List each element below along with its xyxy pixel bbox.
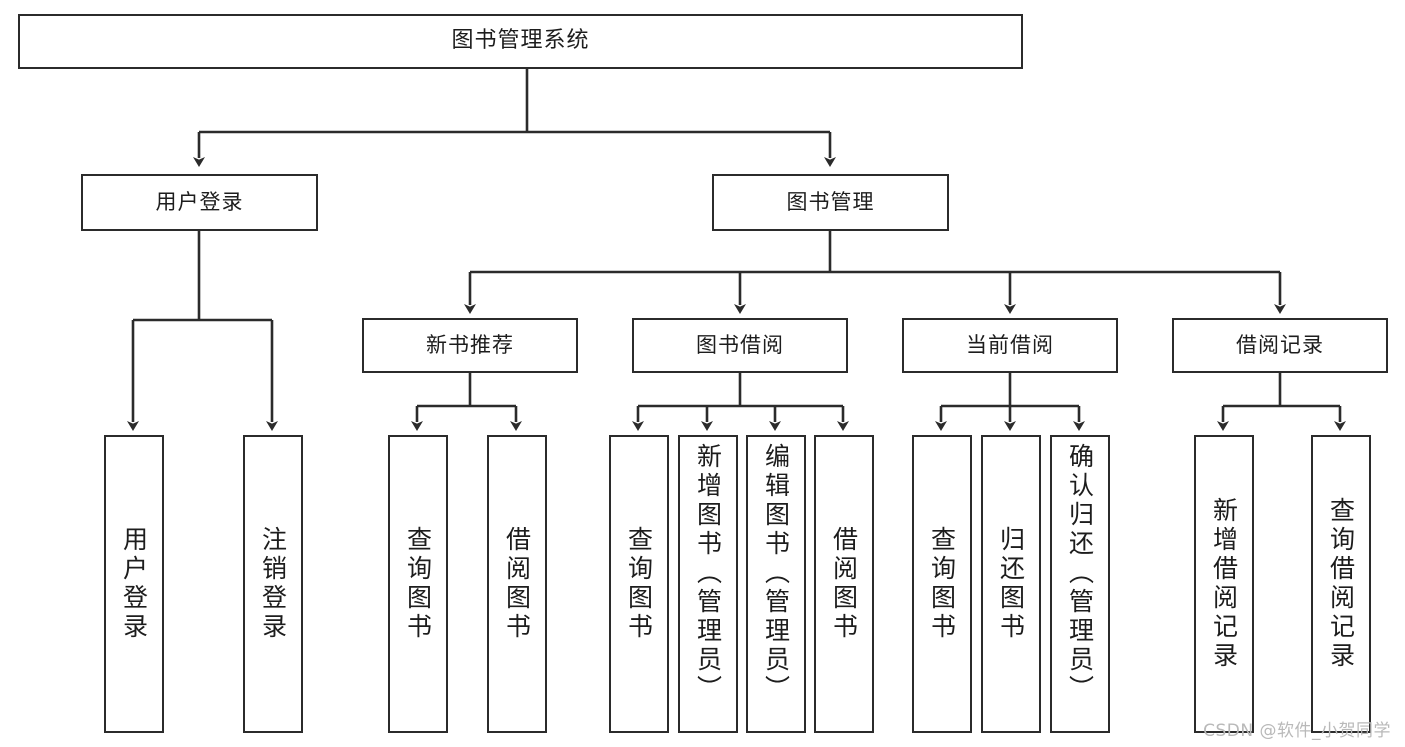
leaf-book-borrow-borrow-label: 借阅图书 <box>829 526 859 642</box>
node-root-system[interactable]: 图书管理系统 <box>18 14 1023 69</box>
leaf-book-borrow-edit-label: 编辑图书（管理员） <box>761 443 791 704</box>
leaf-book-borrow-add[interactable]: 新增图书（管理员） <box>678 435 738 733</box>
leaf-user-login-signin[interactable]: 用户登录 <box>104 435 164 733</box>
leaf-user-login-signout[interactable]: 注销登录 <box>243 435 303 733</box>
leaf-new-book-query-label: 查询图书 <box>403 526 433 642</box>
leaf-borrow-record-add-label: 新增借阅记录 <box>1209 497 1239 671</box>
node-book-borrowing[interactable]: 图书借阅 <box>632 318 848 373</box>
leaf-borrow-record-query-label: 查询借阅记录 <box>1326 497 1356 671</box>
node-root-system-label: 图书管理系统 <box>451 28 590 54</box>
leaf-user-login-signin-label: 用户登录 <box>119 526 149 642</box>
leaf-current-borrow-confirm-return[interactable]: 确认归还（管理员） <box>1050 435 1110 733</box>
node-current-borrowing[interactable]: 当前借阅 <box>902 318 1118 373</box>
node-current-borrowing-label: 当前借阅 <box>966 333 1054 358</box>
node-new-book-recommendation-label: 新书推荐 <box>426 333 514 358</box>
watermark-text: CSDN @软件_小贺同学 <box>1203 721 1391 741</box>
node-borrow-record[interactable]: 借阅记录 <box>1172 318 1388 373</box>
node-book-management-label: 图书管理 <box>786 190 875 215</box>
leaf-borrow-record-add[interactable]: 新增借阅记录 <box>1194 435 1254 733</box>
node-book-borrowing-label: 图书借阅 <box>696 333 784 358</box>
leaf-current-borrow-query-label: 查询图书 <box>927 526 957 642</box>
leaf-current-borrow-return-label: 归还图书 <box>996 526 1026 642</box>
leaf-current-borrow-query[interactable]: 查询图书 <box>912 435 972 733</box>
leaf-new-book-borrow[interactable]: 借阅图书 <box>487 435 547 733</box>
leaf-new-book-query[interactable]: 查询图书 <box>388 435 448 733</box>
leaf-borrow-record-query[interactable]: 查询借阅记录 <box>1311 435 1371 733</box>
node-borrow-record-label: 借阅记录 <box>1236 333 1324 358</box>
leaf-book-borrow-query[interactable]: 查询图书 <box>609 435 669 733</box>
node-new-book-recommendation[interactable]: 新书推荐 <box>362 318 578 373</box>
leaf-new-book-borrow-label: 借阅图书 <box>502 526 532 642</box>
node-user-login[interactable]: 用户登录 <box>81 174 318 231</box>
leaf-current-borrow-return[interactable]: 归还图书 <box>981 435 1041 733</box>
node-book-management[interactable]: 图书管理 <box>712 174 949 231</box>
leaf-book-borrow-query-label: 查询图书 <box>624 526 654 642</box>
leaf-book-borrow-add-label: 新增图书（管理员） <box>693 443 723 704</box>
leaf-user-login-signout-label: 注销登录 <box>258 526 288 642</box>
leaf-book-borrow-edit[interactable]: 编辑图书（管理员） <box>746 435 806 733</box>
leaf-book-borrow-borrow[interactable]: 借阅图书 <box>814 435 874 733</box>
leaf-current-borrow-confirm-return-label: 确认归还（管理员） <box>1065 443 1095 704</box>
node-user-login-label: 用户登录 <box>155 190 244 215</box>
